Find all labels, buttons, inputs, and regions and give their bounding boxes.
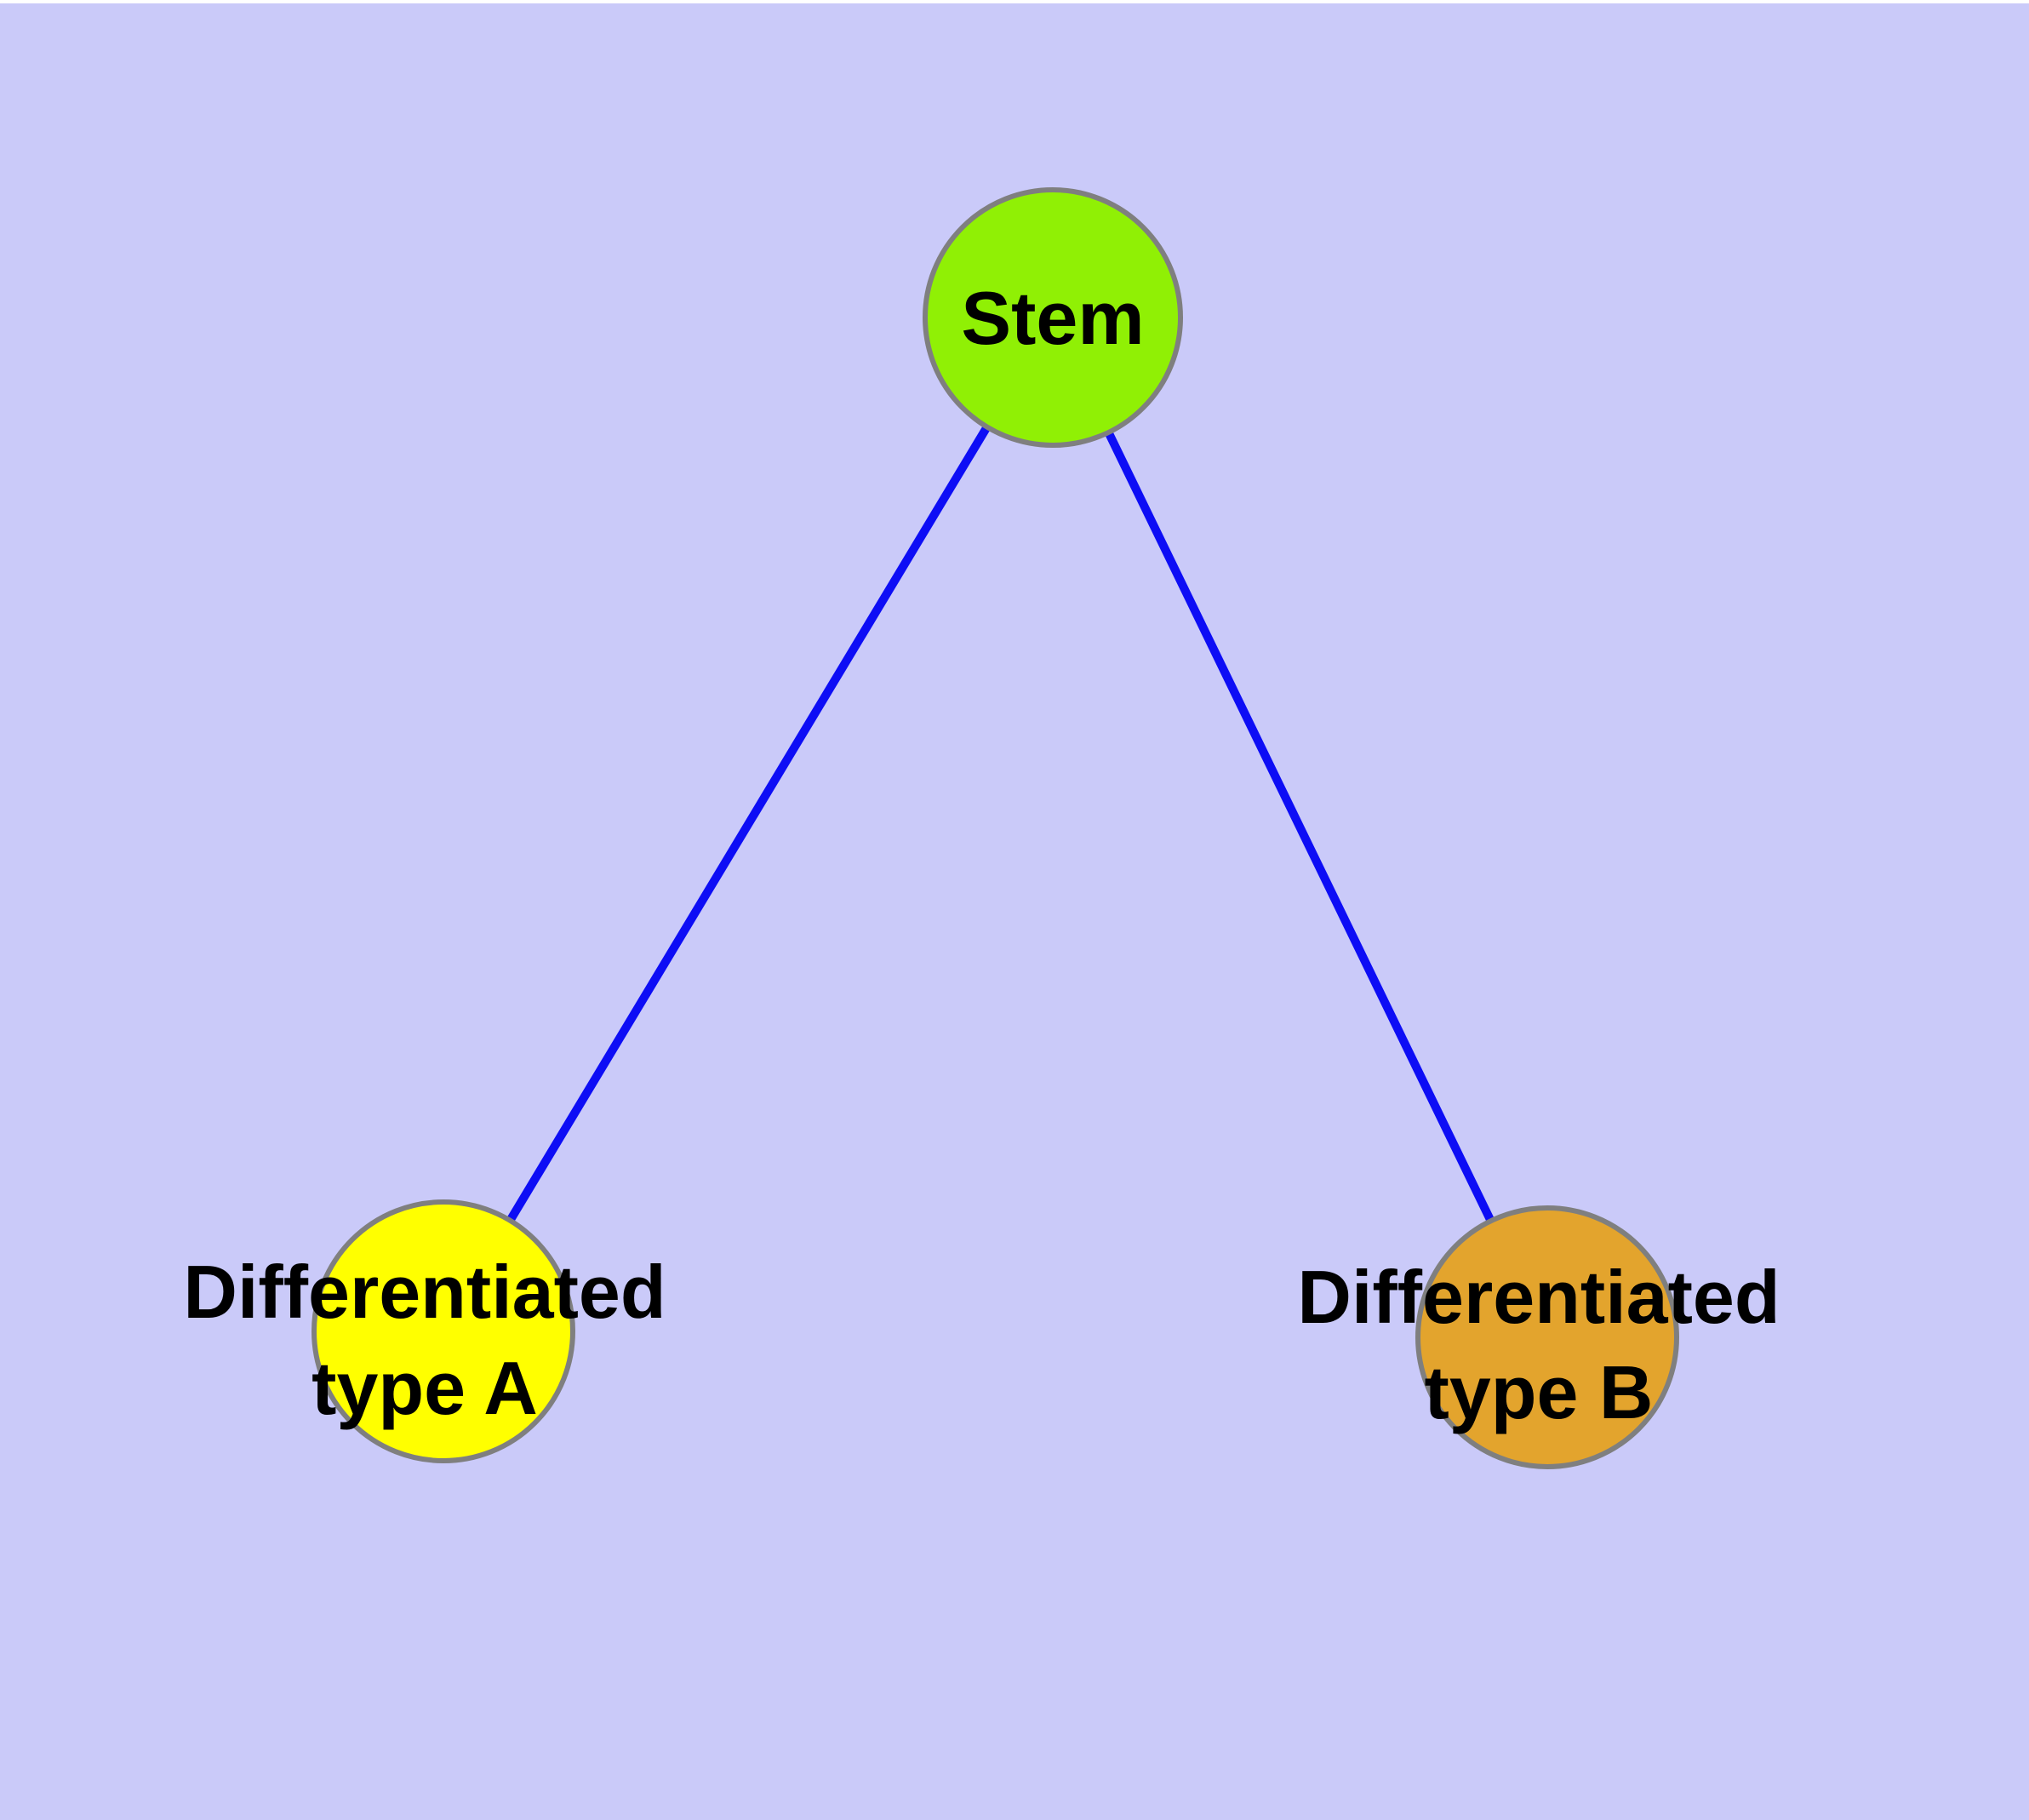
- stem-node: [923, 187, 1183, 448]
- differentiated-type-b-label-line2: type B: [1425, 1350, 1654, 1434]
- differentiated-type-a-node: [311, 1199, 575, 1463]
- differentiated-type-b-node: [1415, 1205, 1679, 1469]
- edge-stem-to-differentiated-type-b: [1049, 315, 1552, 1340]
- stem-node-label: Stem: [961, 276, 1144, 360]
- edge-stem-to-differentiated-type-a: [439, 315, 1057, 1334]
- differentiated-type-b-label-line1: Differentiated: [1297, 1255, 1780, 1339]
- differentiated-type-a-label-line2: type A: [311, 1346, 538, 1430]
- differentiated-type-a-label-line1: Differentiated: [183, 1250, 666, 1334]
